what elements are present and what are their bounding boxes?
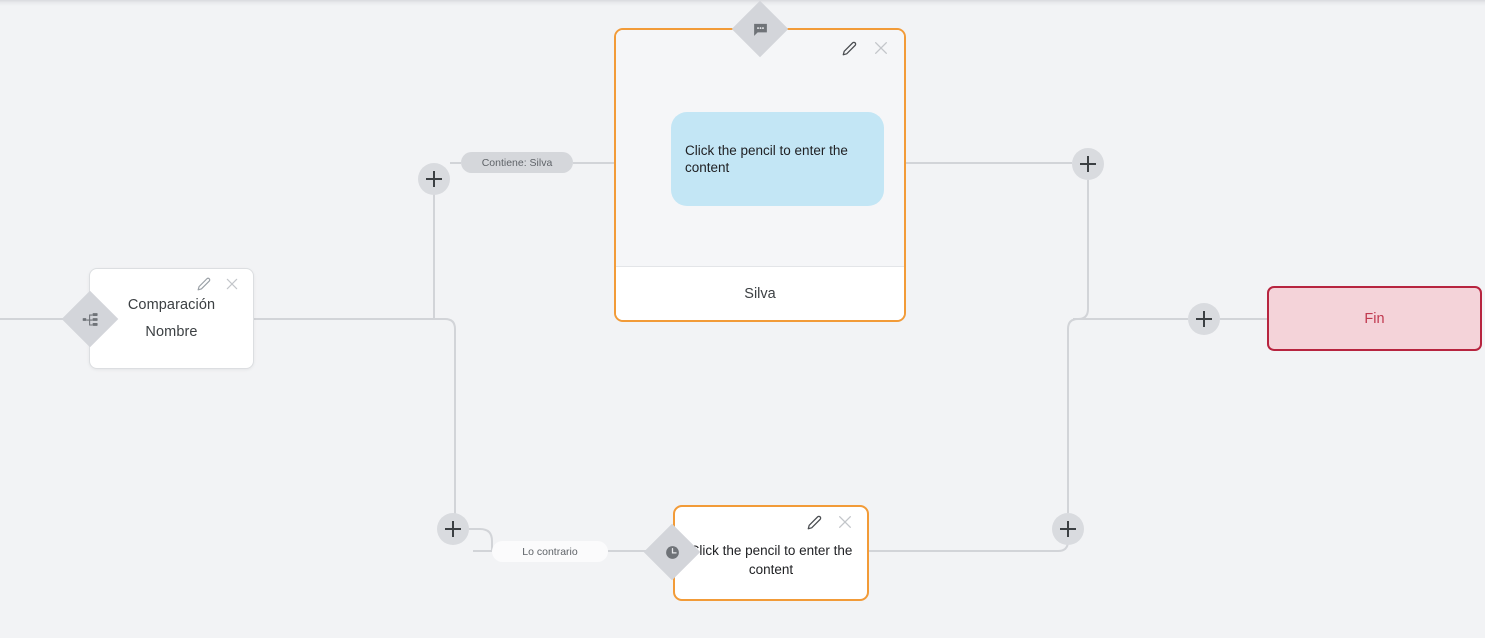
node-comparacion-tools	[197, 277, 239, 291]
pencil-icon[interactable]	[842, 41, 857, 56]
edge-label-lo-contrario[interactable]: Lo contrario	[492, 541, 608, 562]
node-fin[interactable]: Fin	[1267, 286, 1482, 351]
node-message-footer: Silva	[616, 266, 904, 320]
message-bubble-icon	[750, 19, 770, 39]
node-message-handle[interactable]	[731, 0, 789, 58]
close-icon[interactable]	[225, 277, 239, 291]
clock-icon	[662, 542, 682, 562]
node-fin-label: Fin	[1364, 310, 1385, 327]
close-icon[interactable]	[837, 514, 853, 530]
node-wait-text: Click the pencil to enter the content	[689, 543, 853, 577]
node-comparacion-subtitle: Nombre	[145, 324, 198, 340]
add-step-before-end-button[interactable]	[1188, 303, 1220, 335]
node-message-body: Click the pencil to enter the content	[616, 30, 904, 266]
node-message-tools	[842, 40, 889, 56]
branch-split-icon	[80, 309, 100, 329]
add-step-top-left-button[interactable]	[418, 163, 450, 195]
node-wait[interactable]: Click the pencil to enter the content	[673, 505, 869, 601]
add-step-top-right-button[interactable]	[1072, 148, 1104, 180]
node-comparacion-handle[interactable]	[61, 290, 119, 348]
pencil-icon[interactable]	[197, 277, 211, 291]
node-message-bubble-text: Click the pencil to enter the content	[685, 143, 848, 175]
pencil-icon[interactable]	[807, 515, 822, 530]
node-message-bubble: Click the pencil to enter the content	[671, 112, 884, 206]
node-comparacion[interactable]: Comparación Nombre	[89, 268, 254, 369]
close-icon[interactable]	[873, 40, 889, 56]
node-wait-tools	[807, 514, 853, 530]
add-step-bottom-left-button[interactable]	[437, 513, 469, 545]
node-message[interactable]: Click the pencil to enter the content Si…	[614, 28, 906, 322]
node-comparacion-title: Comparación	[127, 297, 216, 313]
edge-label-contiene[interactable]: Contiene: Silva	[461, 152, 573, 173]
node-wait-handle[interactable]	[643, 523, 701, 581]
add-step-bottom-right-button[interactable]	[1052, 513, 1084, 545]
